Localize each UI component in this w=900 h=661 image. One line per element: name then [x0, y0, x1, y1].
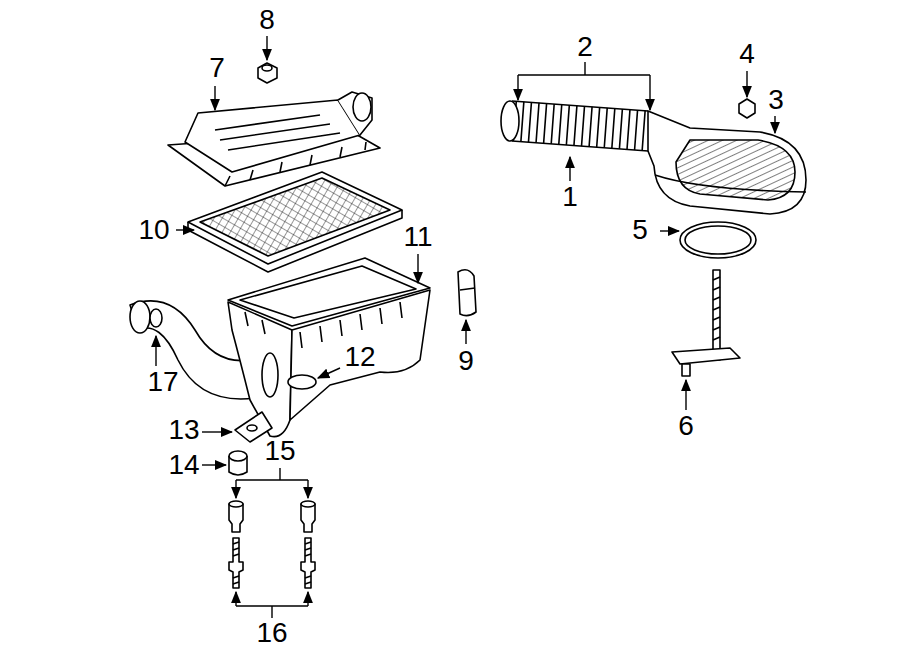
pin-top [301, 501, 315, 507]
duct-mouth [130, 301, 150, 333]
stud-thread [305, 542, 311, 584]
hose-ribs [514, 121, 648, 131]
clip-edge [460, 288, 475, 290]
leader-line [307, 592, 308, 606]
callout-number: 16 [256, 619, 287, 647]
seal-ring-inner [685, 226, 751, 254]
stud-thread [233, 542, 239, 584]
clip [458, 270, 476, 316]
leader-line [202, 431, 232, 432]
leader-line [660, 230, 679, 231]
bracket-line [518, 62, 650, 75]
box-opening [240, 266, 416, 318]
bracket-line [236, 606, 308, 618]
leader-line [465, 320, 466, 344]
filter-frame [188, 172, 402, 264]
stud [301, 538, 315, 588]
leader-line [569, 157, 570, 181]
cover-outlet [338, 92, 372, 135]
callout-number: 11 [403, 223, 432, 251]
callout-number: 12 [344, 343, 375, 371]
callout-number: 2 [577, 33, 593, 61]
foot-hole [247, 425, 257, 431]
duct-port [150, 309, 162, 327]
box-ribs [245, 302, 402, 348]
plug [288, 375, 316, 389]
filter-media [200, 178, 390, 256]
cover-outlet-mouth [353, 93, 371, 121]
callout-number: 7 [209, 54, 225, 82]
resonator-seam [655, 175, 806, 192]
callout-number: 14 [168, 451, 199, 479]
leader-lines [156, 36, 775, 618]
cover-clips [225, 142, 366, 186]
seal-ring [680, 222, 756, 258]
leader-line [774, 116, 775, 133]
box-rim [228, 258, 430, 326]
callout-number: 3 [768, 86, 784, 114]
leader-line [266, 36, 267, 60]
leader-line [318, 368, 340, 378]
callout-number: 4 [739, 40, 755, 68]
leader-line [685, 380, 686, 410]
cover-ribs [215, 115, 340, 150]
pin [301, 504, 315, 532]
nut [258, 63, 277, 83]
leader-line [517, 75, 518, 100]
callout-number: 6 [678, 412, 694, 440]
callout-number: 10 [138, 216, 169, 244]
cover-top [185, 100, 360, 172]
nut [739, 99, 755, 118]
bracket-line [236, 468, 308, 480]
leader-line [214, 86, 215, 110]
bracket-pin [682, 364, 690, 376]
resonator [648, 111, 806, 214]
callout-number: 15 [264, 437, 295, 465]
callout-number: 1 [562, 183, 578, 211]
callout-number: 5 [632, 216, 648, 244]
leader-line [235, 480, 236, 498]
leader-line [417, 254, 418, 283]
bolt-thread [713, 277, 720, 340]
leader-line [235, 592, 236, 606]
grommet-top [229, 451, 247, 461]
leader-line [202, 464, 226, 465]
callout-number: 8 [259, 6, 275, 34]
stud [229, 538, 243, 588]
bracket [672, 348, 740, 364]
leader-line [155, 336, 156, 366]
hose-mouth [501, 101, 519, 141]
duct-joint [262, 353, 278, 397]
line-art [130, 63, 806, 588]
leader-line [176, 229, 194, 230]
callout-number: 9 [458, 347, 474, 375]
bolt [713, 270, 720, 360]
leader-line [746, 71, 747, 97]
pin [229, 504, 243, 532]
leader-line [307, 480, 308, 498]
callout-number: 17 [147, 368, 178, 396]
callout-number: 13 [168, 416, 199, 444]
leader-line [649, 75, 650, 110]
nut-hole [262, 65, 272, 71]
pin-top [229, 501, 243, 507]
hose-edge [512, 101, 648, 151]
